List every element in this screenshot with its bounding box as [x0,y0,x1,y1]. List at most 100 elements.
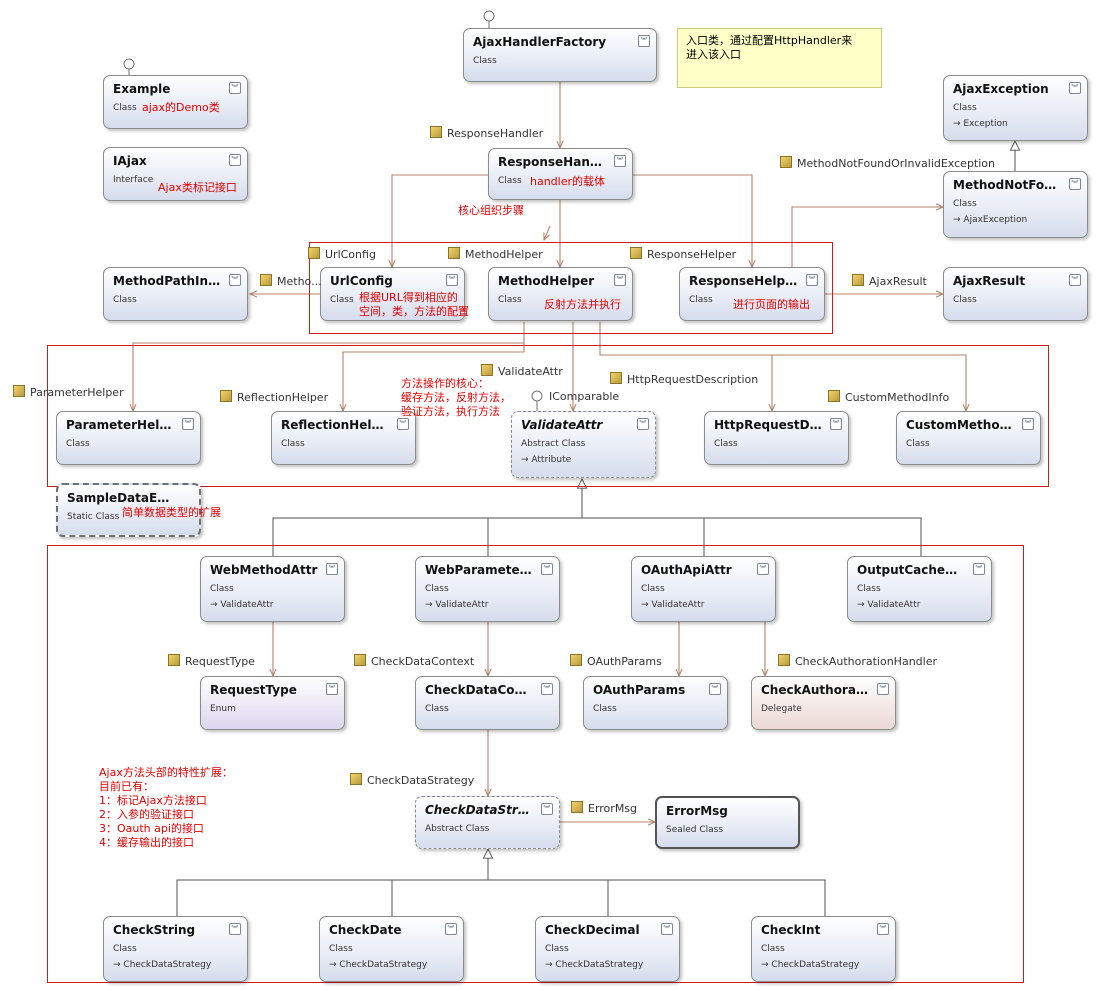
double-chevron-icon[interactable]: ︾ [541,803,553,815]
class-errormsg[interactable]: ErrorMsg Sealed Class [655,796,800,849]
double-chevron-icon[interactable]: ︾ [445,923,457,935]
double-chevron-icon[interactable]: ︾ [541,683,553,695]
class-stereotype: Enum [210,704,236,714]
class-name: UrlConfig [330,274,393,288]
double-chevron-icon[interactable]: ︾ [973,563,985,575]
class-ajaxresult[interactable]: AjaxResult Class ︾ [943,267,1088,321]
class-stereotype: Sealed Class [666,825,724,835]
class-webmethodattr[interactable]: WebMethodAttr Class → ValidateAttr ︾ [200,556,345,622]
double-chevron-icon[interactable]: ︾ [229,274,241,286]
double-chevron-icon[interactable]: ︾ [709,683,721,695]
double-chevron-icon[interactable]: ︾ [661,923,673,935]
double-chevron-icon[interactable]: ︾ [757,563,769,575]
annotation-methodhelper: 反射方法并执行 [544,298,621,311]
double-chevron-icon[interactable]: ︾ [541,563,553,575]
base-class: → ValidateAttr [857,600,921,610]
class-name: MethodNotFou... [953,178,1061,192]
double-chevron-icon[interactable]: ︾ [806,274,818,286]
double-chevron-icon[interactable]: ︾ [1022,418,1034,430]
class-stereotype: Class [113,944,137,954]
double-chevron-icon[interactable]: ︾ [326,563,338,575]
double-chevron-icon[interactable]: ︾ [614,274,626,286]
class-sampledata[interactable]: SampleDataExte... Static Class [56,483,201,537]
class-methodpathinfo[interactable]: MethodPathInfo Class ︾ [103,267,248,321]
property-icon [308,247,320,259]
class-requesttype[interactable]: RequestType Enum ︾ [200,676,345,730]
interface-label-icomparable: IComparable [549,390,620,403]
assoc-label-responsehandler: ResponseHandler [430,126,543,140]
assoc-label-urlconfig: UrlConfig [308,247,376,261]
class-validateattr[interactable]: ValidateAttr Abstract Class → Attribute … [511,411,656,478]
class-name: CheckString [113,923,196,937]
class-stereotype: Abstract Class [425,824,490,834]
attribute-extension-region [47,545,1024,983]
class-checkstring[interactable]: CheckString Class → CheckDataStrategy ︾ [103,916,248,982]
assoc-label-parameterhelper: ParameterHelper [13,385,124,399]
class-methodhelper[interactable]: MethodHelper Class ︾ [488,267,633,321]
class-stereotype: Class [66,439,90,449]
double-chevron-icon[interactable]: ︾ [229,923,241,935]
class-example[interactable]: Example Class ︾ [103,75,248,129]
annotation-responsehandler: handler的载体 [530,175,606,188]
class-stereotype: Abstract Class [521,439,586,449]
class-stereotype: Class [113,295,137,305]
class-stereotype: Class [953,199,977,209]
base-class: → Exception [953,119,1008,129]
class-urlconfig[interactable]: UrlConfig Class ︾ [320,267,465,321]
double-chevron-icon[interactable]: ︾ [229,154,241,166]
class-ajaxexception[interactable]: AjaxException Class → Exception ︾ [943,75,1088,141]
class-stereotype: Class [906,439,930,449]
double-chevron-icon[interactable]: ︾ [229,82,241,94]
class-stereotype: Class [953,103,977,113]
class-httprequestdes[interactable]: HttpRequestDes... Class ︾ [704,411,849,465]
double-chevron-icon[interactable]: ︾ [614,155,626,167]
assoc-label-httprequestdescription: HttpRequestDescription [610,372,758,386]
class-oauthapiattr[interactable]: OAuthApiAttr Class → ValidateAttr ︾ [631,556,776,622]
double-chevron-icon[interactable]: ︾ [446,274,458,286]
double-chevron-icon[interactable]: ︾ [1069,82,1081,94]
double-chevron-icon[interactable]: ︾ [1069,178,1081,190]
property-icon [778,654,790,666]
double-chevron-icon[interactable]: ︾ [877,683,889,695]
assoc-label-custommethodinfo: CustomMethodInfo [828,390,949,404]
class-stereotype: Class [498,176,522,186]
class-responsehandler[interactable]: ResponseHandler Class ︾ [488,148,633,200]
class-name: WebParameterA... [425,563,533,577]
class-name: CheckAuthorati... [761,683,869,697]
double-chevron-icon[interactable]: ︾ [397,418,409,430]
class-oauthparams[interactable]: OAuthParams Class ︾ [583,676,728,730]
double-chevron-icon[interactable]: ︾ [637,418,649,430]
double-chevron-icon[interactable]: ︾ [182,418,194,430]
base-class: → ValidateAttr [641,600,705,610]
class-outputcacheattr[interactable]: OutputCacheAttr Class → ValidateAttr ︾ [847,556,992,622]
class-webparameter[interactable]: WebParameterA... Class → ValidateAttr ︾ [415,556,560,622]
double-chevron-icon[interactable]: ︾ [830,418,842,430]
property-icon [780,156,792,168]
class-parameterhelper[interactable]: ParameterHelper Class ︾ [56,411,201,465]
double-chevron-icon[interactable]: ︾ [638,35,650,47]
property-icon [570,654,582,666]
class-custommethod[interactable]: CustomMethodI... Class ︾ [896,411,1041,465]
class-reflectionhelper[interactable]: ReflectionHelper Class ︾ [271,411,416,465]
class-checkdatastrategy[interactable]: CheckDataStrategy Abstract Class ︾ [415,796,560,849]
class-stereotype: Class [329,944,353,954]
double-chevron-icon[interactable]: ︾ [877,923,889,935]
class-name: ResponseHelper [689,274,798,288]
property-icon [852,274,864,286]
class-iajax[interactable]: IAjax Interface ︾ [103,147,248,201]
class-name: CheckInt [761,923,821,937]
class-checkdatacontext[interactable]: CheckDataCont... Class ︾ [415,676,560,730]
class-checkint[interactable]: CheckInt Class → CheckDataStrategy ︾ [751,916,896,982]
base-class: → CheckDataStrategy [761,960,860,970]
class-checkauthoration[interactable]: CheckAuthorati... Delegate ︾ [751,676,896,730]
class-checkdate[interactable]: CheckDate Class → CheckDataStrategy ︾ [319,916,464,982]
annotation-responsehelper: 进行页面的输出 [733,298,810,311]
double-chevron-icon[interactable]: ︾ [1069,274,1081,286]
double-chevron-icon[interactable]: ︾ [326,683,338,695]
class-methodnotfound[interactable]: MethodNotFou... Class → AjaxException ︾ [943,171,1088,238]
class-ajaxhandlerfactory[interactable]: AjaxHandlerFactory Class ︾ [463,28,657,82]
class-name: OutputCacheAttr [857,563,965,577]
class-checkdecimal[interactable]: CheckDecimal Class → CheckDataStrategy ︾ [535,916,680,982]
class-responsehelper[interactable]: ResponseHelper Class ︾ [679,267,825,321]
class-name: ErrorMsg [666,804,728,818]
